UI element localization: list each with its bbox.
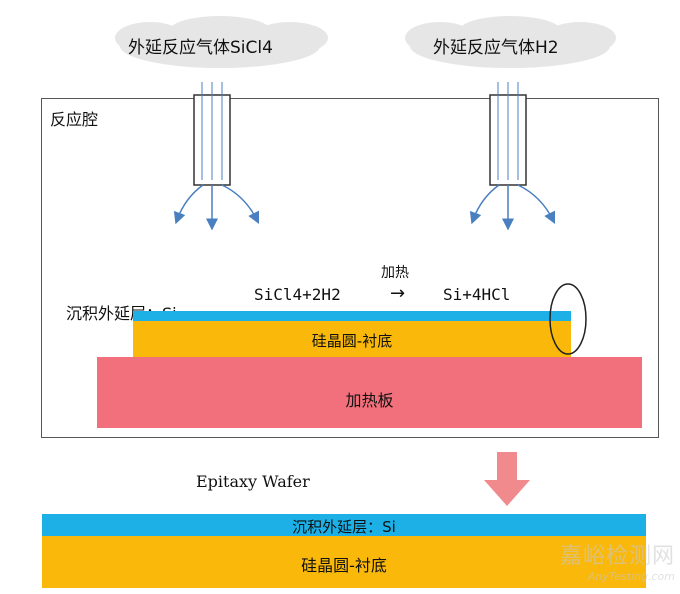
chamber-label: 反应腔 bbox=[50, 110, 99, 129]
flow-arrow bbox=[173, 184, 204, 225]
result-wafer-substrate: 硅晶圆-衬底 bbox=[42, 536, 646, 588]
substrate-label: 硅晶圆-衬底 bbox=[311, 332, 393, 350]
gas-clouds bbox=[115, 16, 616, 68]
gas-nozzles bbox=[173, 82, 556, 231]
cloud-right-shape bbox=[405, 16, 616, 68]
gas-label-h2: 外延反应气体H2 bbox=[433, 38, 559, 58]
reaction-reactants: SiCl4+2H2 bbox=[254, 285, 341, 304]
flow-arrow bbox=[469, 184, 500, 225]
cloud-left-shape bbox=[115, 16, 328, 68]
epitaxial-layer bbox=[133, 311, 571, 321]
result-epi-label: 沉积外延层：Si bbox=[292, 518, 396, 536]
flow-arrow bbox=[517, 184, 556, 225]
wafer-title: Epitaxy Wafer bbox=[196, 472, 310, 491]
watermark-cn: 嘉峪检测网 bbox=[560, 544, 676, 569]
wafer-substrate: 硅晶圆-衬底 bbox=[133, 321, 571, 357]
reaction-arrow: → bbox=[390, 283, 406, 304]
reaction-products: Si+4HCl bbox=[443, 285, 511, 304]
heater-plate: 加热板 bbox=[97, 357, 642, 428]
watermark-en: AnyTesting.com bbox=[587, 570, 676, 583]
result-epitaxial-layer: 沉积外延层：Si bbox=[42, 514, 646, 536]
heat-label: 加热 bbox=[381, 265, 409, 281]
reaction-chamber bbox=[41, 98, 659, 438]
watermark-logo: 嘉峪检测网 AnyTesting.com bbox=[560, 538, 675, 583]
down-arrow-icon bbox=[484, 452, 530, 506]
edge-highlight bbox=[549, 283, 587, 355]
gas-label-sicl4: 外延反应气体SiCl4 bbox=[128, 38, 273, 58]
result-substrate-label: 硅晶圆-衬底 bbox=[301, 556, 387, 575]
heater-label: 加热板 bbox=[345, 391, 394, 410]
flow-arrow bbox=[221, 184, 260, 225]
